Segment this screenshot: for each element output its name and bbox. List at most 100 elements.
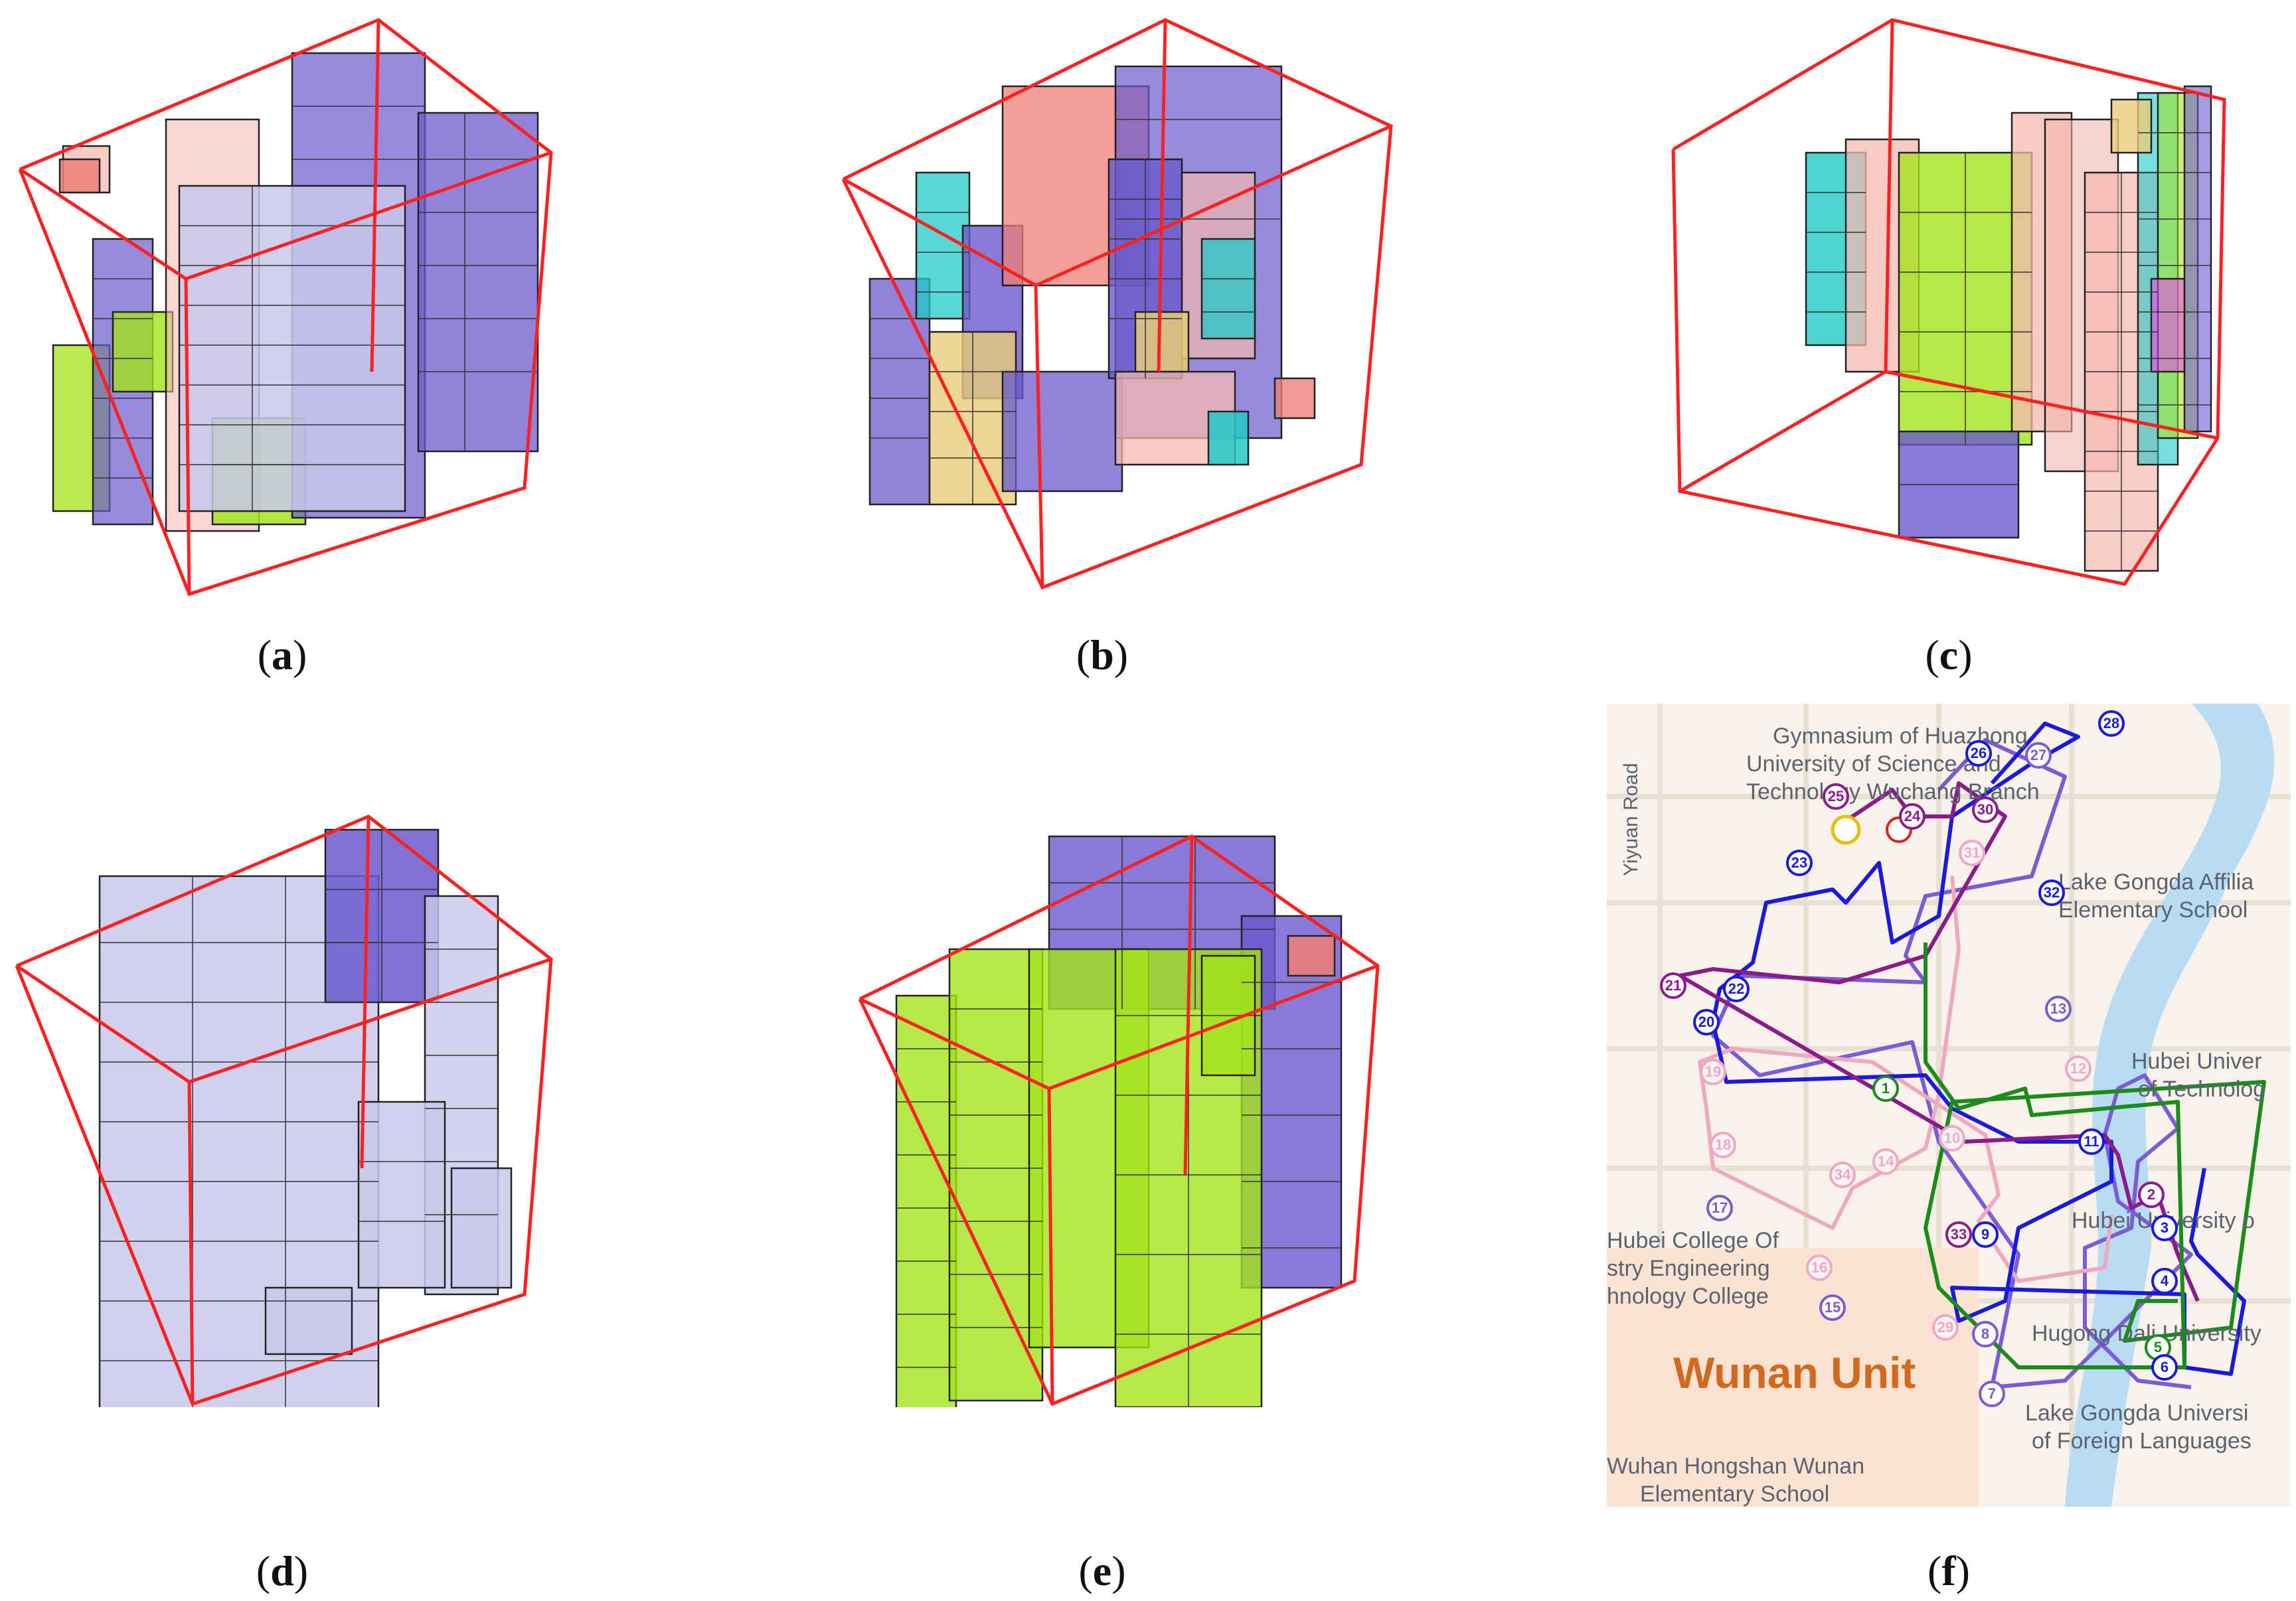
box (178, 185, 406, 512)
box (1001, 370, 1123, 493)
stop-marker-17: 17 (1706, 1195, 1733, 1221)
grid-lines-a (93, 106, 538, 511)
label-college-1: Hubei College Of (1607, 1228, 1779, 1253)
box (357, 1101, 446, 1289)
box (1200, 238, 1256, 340)
stop-marker-12: 12 (2065, 1055, 2091, 1082)
stop-marker-14: 14 (1872, 1148, 1899, 1175)
label-lake-2: Elementary School (2058, 897, 2248, 923)
label-lake-foreign-1: Lake Gongda Universi (2025, 1401, 2249, 1426)
stop-marker-32: 32 (2038, 879, 2065, 906)
box (895, 994, 957, 1407)
box (948, 948, 1044, 1402)
panel-e (830, 797, 1401, 1407)
container-3d-b (841, 18, 1393, 590)
container-3d-c (1671, 18, 2226, 586)
panel-d (0, 797, 571, 1407)
label-lake-foreign-2: of Foreign Languages (2032, 1428, 2252, 1454)
panel-a (0, 0, 571, 611)
route-magenta (1678, 781, 2200, 1302)
grid-lines-d (100, 830, 498, 1407)
stop-marker-25: 25 (1823, 783, 1849, 810)
stop-marker-33: 33 (1945, 1221, 1972, 1248)
container-frame-e (858, 834, 1380, 1407)
caption-d: (d) (256, 1547, 309, 1594)
stop-marker-4: 4 (2151, 1268, 2178, 1294)
label-gym-2: University of Science and (1746, 751, 2001, 777)
panel-c (1647, 0, 2244, 611)
stop-marker-29: 29 (1932, 1314, 1959, 1341)
packed-boxes-c (1805, 85, 2212, 572)
stop-marker-15: 15 (1819, 1294, 1846, 1321)
box (2183, 85, 2212, 433)
box (112, 311, 174, 393)
caption-letter: f (1941, 1547, 1956, 1594)
box (2150, 277, 2186, 373)
box (450, 1167, 513, 1289)
box (2110, 98, 2153, 154)
stop-marker-16: 16 (1806, 1255, 1833, 1281)
stop-marker-31: 31 (1959, 840, 1985, 866)
container-frame-c (1671, 18, 2226, 586)
stop-marker-19: 19 (1700, 1059, 1726, 1085)
box (417, 112, 539, 453)
box (1273, 377, 1316, 419)
container-3d-e (858, 834, 1380, 1407)
caption-letter: a (272, 631, 293, 678)
stop-marker-3: 3 (2151, 1215, 2178, 1241)
stop-marker-7: 7 (1979, 1381, 2005, 1407)
box (1287, 935, 1336, 977)
container-frame-a (18, 18, 553, 597)
packed-boxes-d (98, 828, 513, 1407)
caption-e: (e) (1078, 1547, 1126, 1594)
grid-lines-b (870, 119, 1281, 504)
stop-marker-30: 30 (1972, 797, 1999, 823)
stop-marker-21: 21 (1660, 972, 1686, 999)
caption-letter: c (1939, 631, 1959, 678)
stop-marker-20: 20 (1693, 1009, 1720, 1035)
packed-boxes-e (895, 835, 1343, 1407)
stop-marker-10: 10 (1939, 1125, 1965, 1152)
caption-c: (c) (1925, 631, 1973, 678)
stop-marker-34: 34 (1829, 1162, 1856, 1188)
label-wunan-unit: Wunan Unit (1673, 1348, 1916, 1397)
stop-marker-6: 6 (2151, 1354, 2178, 1381)
box (58, 158, 101, 194)
stop-marker-8: 8 (1972, 1321, 1999, 1347)
stop-marker-13: 13 (2045, 996, 2072, 1022)
stop-marker-22: 22 (1723, 976, 1750, 1002)
caption-letter: d (270, 1547, 294, 1594)
stop-marker-2: 2 (2138, 1182, 2165, 1208)
stop-marker-11: 11 (2078, 1128, 2105, 1155)
box (1207, 410, 1250, 466)
label-hubei-univ-tech-2: of Technolog (2138, 1077, 2266, 1102)
box (264, 1286, 353, 1355)
box (1134, 311, 1190, 373)
depot-marker (1831, 814, 1861, 845)
wunan-zone (1607, 1248, 1979, 1507)
container-3d-d (15, 814, 553, 1407)
stop-marker-1: 1 (1872, 1075, 1899, 1102)
stop-marker-26: 26 (1965, 740, 1992, 767)
caption-letter: e (1092, 1547, 1112, 1594)
packed-boxes-a (52, 52, 539, 532)
stop-marker-27: 27 (2025, 742, 2052, 769)
container-3d-a (18, 18, 553, 597)
caption-b: (b) (1076, 631, 1129, 678)
grid-lines-c (1806, 132, 2211, 571)
panel-f-map: Gymnasium of Huazhong University of Scie… (1607, 704, 2291, 1507)
container-frame-d (15, 814, 553, 1407)
caption-a: (a) (257, 631, 307, 678)
label-college-3: hnology College (1607, 1284, 1769, 1309)
stop-marker-9: 9 (1972, 1221, 1999, 1248)
stop-marker-28: 28 (2098, 710, 2125, 737)
caption-letter: b (1090, 631, 1114, 678)
label-college-2: stry Engineering (1607, 1256, 1770, 1281)
label-hongshan-1: Wuhan Hongshan Wunan (1607, 1454, 1865, 1479)
route-blue (1711, 722, 2246, 1376)
panel-b (830, 0, 1401, 611)
river (2065, 704, 2275, 1507)
label-lake-1: Lake Gongda Affilia (2058, 870, 2254, 895)
stop-marker-18: 18 (1710, 1132, 1736, 1158)
